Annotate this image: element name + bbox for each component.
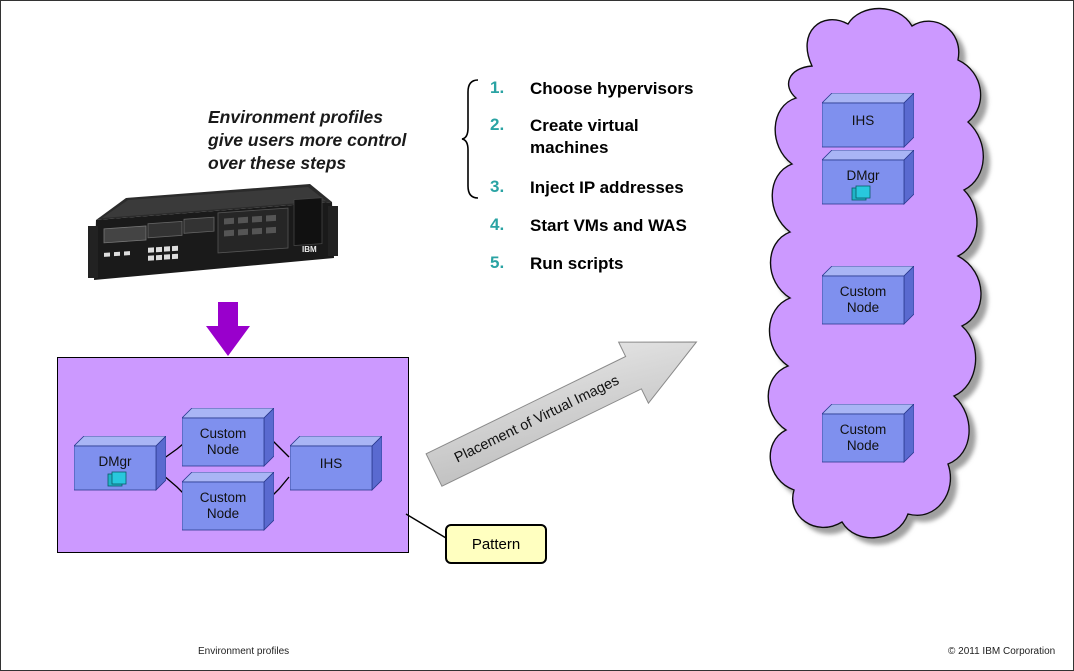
pattern-node-ihs-label: IHS — [319, 456, 343, 471]
step-text-line: machines — [530, 138, 609, 157]
callout-pointer — [405, 513, 447, 539]
cloud-node-custom-2-label: Custom Node — [822, 422, 904, 454]
step-text-line: Create virtual — [530, 116, 639, 135]
label-line: Custom — [839, 422, 887, 437]
pattern-node-ihs — [290, 436, 382, 491]
step-number: 2. — [490, 115, 505, 134]
label-line: Custom — [199, 426, 247, 441]
step-2: 2. Create virtual machines — [490, 115, 639, 159]
step-3: 3. Inject IP addresses — [490, 177, 684, 199]
label-line: Node — [206, 506, 240, 521]
intro-line: give users more control — [208, 130, 407, 150]
intro-line: Environment profiles — [208, 107, 384, 127]
down-arrow-icon — [206, 302, 250, 356]
server-illustration: IBM — [88, 184, 338, 280]
pattern-node-custom-bottom-label: Custom Node — [182, 490, 264, 522]
step-1: 1. Choose hypervisors — [490, 78, 693, 100]
label-line: Custom — [839, 284, 887, 299]
step-text: Inject IP addresses — [530, 178, 684, 197]
step-number: 3. — [490, 177, 505, 196]
cloud-node-dmgr — [822, 150, 914, 205]
step-text: Start VMs and WAS — [530, 216, 687, 235]
label-line: Node — [846, 300, 880, 315]
intro-text: Environment profiles give users more con… — [208, 106, 468, 175]
step-number: 4. — [490, 215, 505, 234]
cloud-node-custom-1-label: Custom Node — [822, 284, 904, 316]
step-4: 4. Start VMs and WAS — [490, 215, 687, 237]
step-number: 5. — [490, 253, 505, 272]
cloud-node-custom-1 — [822, 266, 914, 325]
brace-icon — [461, 79, 479, 199]
cloud-node-ihs-label: IHS — [851, 113, 875, 128]
cloud-node-ihs — [822, 93, 914, 148]
cloud-node-dmgr-label: DMgr — [846, 168, 880, 183]
cloud-node-custom-2 — [822, 404, 914, 463]
disk-icon — [111, 471, 127, 485]
label-line: Node — [206, 442, 240, 457]
pattern-node-dmgr — [74, 436, 166, 491]
intro-line: over these steps — [208, 153, 347, 173]
step-number: 1. — [490, 78, 505, 97]
pattern-callout: Pattern — [445, 524, 547, 564]
label-line: Custom — [199, 490, 247, 505]
footer-copyright: © 2011 IBM Corporation — [948, 646, 1056, 657]
placement-arrow — [425, 341, 698, 487]
footer-title: Environment profiles — [198, 646, 290, 657]
pattern-node-custom-top-label: Custom Node — [182, 426, 264, 458]
pattern-node-custom-top — [182, 408, 274, 467]
server-logo: IBM — [302, 245, 317, 254]
step-text: Run scripts — [530, 254, 624, 273]
pattern-node-dmgr-label: DMgr — [98, 454, 132, 469]
step-5: 5. Run scripts — [490, 253, 624, 275]
pattern-node-custom-bottom — [182, 472, 274, 531]
label-line: Node — [846, 438, 880, 453]
step-text: Choose hypervisors — [530, 79, 694, 98]
disk-icon — [855, 185, 871, 199]
step-text: Create virtual machines — [530, 115, 639, 159]
